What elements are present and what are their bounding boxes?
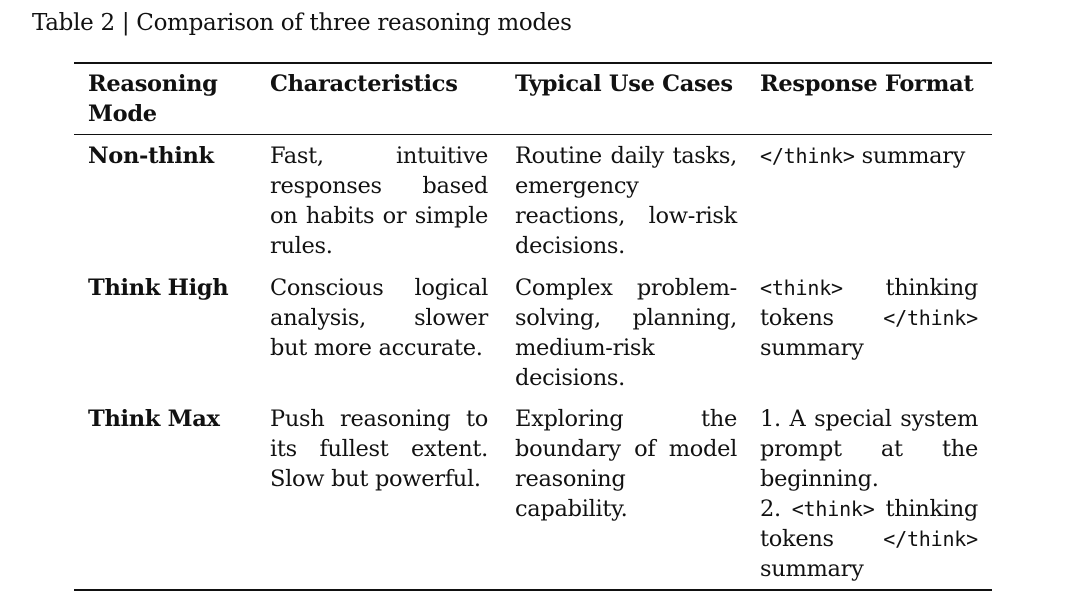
row-response-format-think-high: <think> thinking tokens </think> summary (760, 273, 978, 363)
table-header-rule (74, 134, 992, 135)
open-think-tag: <think> (760, 276, 843, 300)
row-mode-think-max: Think Max (88, 406, 220, 432)
row-use-cases-non-think: Routine daily tasks, emergency reactions… (515, 143, 737, 259)
table-bottom-rule (74, 589, 992, 591)
thinking-tokens-text: thinking tokens (760, 275, 978, 331)
header-response-format: Response Format (760, 71, 974, 97)
close-think-tag: </think> (760, 144, 855, 168)
summary-text: summary (760, 556, 864, 582)
row-response-format-think-max: 1. A special system prompt at the beginn… (760, 404, 978, 584)
row-characteristics-think-max: Push reasoning to its fullest extent. Sl… (270, 406, 488, 492)
row-mode-think-high: Think High (88, 275, 229, 301)
format-item-1: 1. A special system prompt at the beginn… (760, 406, 978, 492)
close-think-tag: </think> (883, 306, 978, 330)
row-use-cases-think-high: Complex problem-solving, planning, mediu… (515, 275, 737, 391)
header-typical-use-cases: Typical Use Cases (515, 71, 733, 97)
summary-text: summary (861, 143, 966, 169)
summary-text: summary (760, 335, 864, 361)
row-characteristics-non-think: Fast, intuitive responses based on habit… (270, 143, 488, 259)
format-item-2: 2. <think> thinking tokens </think> summ… (760, 494, 978, 584)
close-think-tag: </think> (883, 527, 978, 551)
row-characteristics-think-high: Conscious logical analysis, slower but m… (270, 275, 488, 361)
format-item-2-number: 2. (760, 496, 781, 522)
open-think-tag: <think> (791, 497, 875, 521)
row-response-format-non-think: </think> summary (760, 141, 978, 171)
header-reasoning-mode: Reasoning Mode (88, 71, 218, 127)
table-caption: Table 2 | Comparison of three reasoning … (32, 10, 572, 36)
row-mode-non-think: Non-think (88, 143, 214, 169)
table-top-rule (74, 62, 992, 64)
row-use-cases-think-max: Exploring the boundary of model reasonin… (515, 406, 737, 522)
header-characteristics: Characteristics (270, 71, 458, 97)
thinking-tokens-text: thinking tokens (760, 496, 978, 552)
